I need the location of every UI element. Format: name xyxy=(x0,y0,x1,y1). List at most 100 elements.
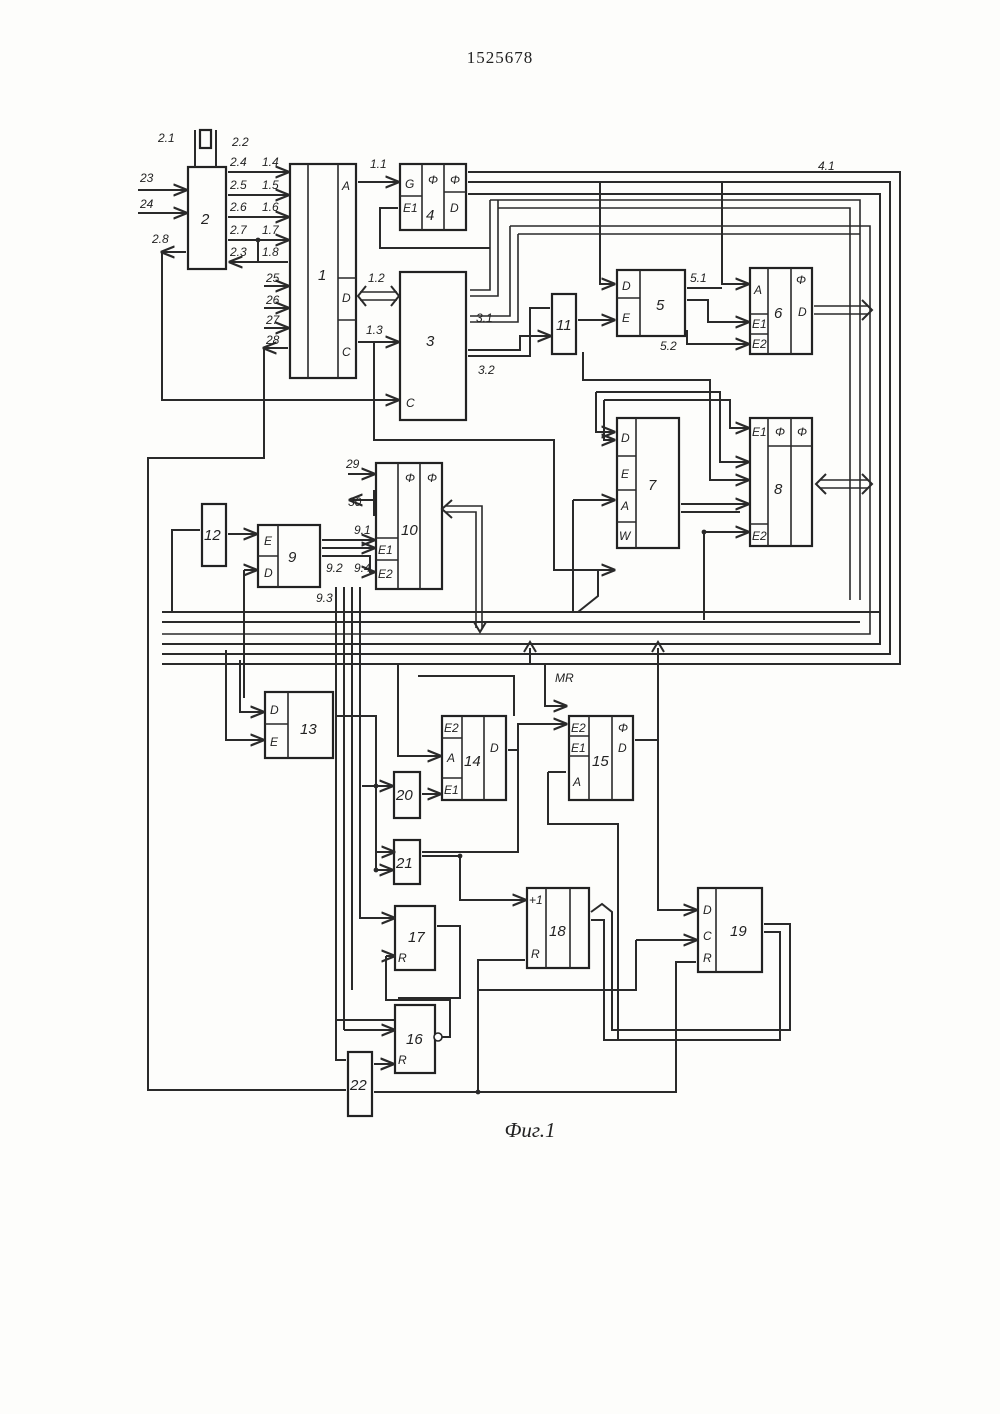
block-label: 3 xyxy=(426,333,435,350)
port-label: E1 xyxy=(571,741,586,755)
port-label: E1 xyxy=(752,317,767,331)
block-8: 8 E1 Φ Φ E2 xyxy=(750,418,812,546)
port-label: E xyxy=(621,467,630,481)
signal-label: 1.6 xyxy=(262,200,279,214)
signal-label: 1.8 xyxy=(262,245,279,259)
port-label: A xyxy=(446,751,455,765)
block-20: 20 xyxy=(394,772,420,818)
block-12: 12 xyxy=(202,504,226,566)
port-label: E1 xyxy=(444,783,459,797)
port-label: Φ xyxy=(428,173,438,187)
port-label: +1 xyxy=(529,893,543,907)
signal-label: 1.2 xyxy=(368,271,385,285)
block-label: 17 xyxy=(408,929,425,946)
block-17: 17 R xyxy=(395,906,435,970)
block-6: 6 A E1 E2 Φ D xyxy=(750,268,812,354)
port-label: E xyxy=(270,735,279,749)
port-label: E1 xyxy=(378,543,393,557)
signal-label: 3.1 xyxy=(476,311,493,325)
port-label: D xyxy=(618,741,627,755)
signal-label: 27 xyxy=(265,313,281,327)
signal-label: 26 xyxy=(265,293,280,307)
signal-label: 9.4 xyxy=(354,561,371,575)
block-label: 13 xyxy=(300,721,317,738)
block-label: 20 xyxy=(395,787,413,804)
block-9: 9 E D xyxy=(258,525,320,587)
block-label: 22 xyxy=(349,1077,367,1094)
signal-label: MR xyxy=(555,671,574,685)
port-label: E2 xyxy=(752,337,767,351)
block-label: 2 xyxy=(200,211,210,228)
block-label: 9 xyxy=(288,549,297,566)
block-label: 12 xyxy=(204,527,221,544)
port-label: R xyxy=(398,1053,407,1067)
block-label: 21 xyxy=(395,855,413,872)
signal-label: 2.2 xyxy=(231,135,249,149)
signal-label: 2.6 xyxy=(229,200,247,214)
signal-label: 1.3 xyxy=(366,323,383,337)
port-label: R xyxy=(703,951,712,965)
signal-label: 2.7 xyxy=(229,223,248,237)
port-label: R xyxy=(398,951,407,965)
signal-label: 29 xyxy=(345,457,360,471)
signal-label: 1.4 xyxy=(262,155,279,169)
signal-label: 5.1 xyxy=(690,271,707,285)
signal-label: 1.5 xyxy=(262,178,279,192)
block-7: 7 D E A W xyxy=(617,418,679,548)
block-label: 1 xyxy=(318,267,326,284)
block-3: 3 C xyxy=(400,272,466,420)
port-label: D xyxy=(490,741,499,755)
signal-label: 5.2 xyxy=(660,339,677,353)
port-label: E xyxy=(264,534,273,548)
block-label: 15 xyxy=(592,753,609,770)
signal-label: 4.1 xyxy=(818,159,835,173)
port-label: D xyxy=(621,431,630,445)
block-22: 22 xyxy=(348,1052,372,1116)
port-label: D xyxy=(622,279,631,293)
block-10: 10 Φ Φ E1 E2 xyxy=(376,463,442,589)
signal-label: 28 xyxy=(265,333,280,347)
block-21: 21 xyxy=(394,840,420,884)
block-19: 19 D C R xyxy=(698,888,762,972)
port-label: Φ xyxy=(427,471,437,485)
block-label: 19 xyxy=(730,923,747,940)
block-label: 10 xyxy=(401,522,418,539)
signal-label: 2.3 xyxy=(229,245,247,259)
port-label: C xyxy=(342,345,351,359)
signal-label: 1.7 xyxy=(262,223,280,237)
signal-label: 3.2 xyxy=(478,363,495,377)
port-label: A xyxy=(620,499,629,513)
block-label: 4 xyxy=(426,207,434,224)
block-5: 5 D E xyxy=(617,270,685,336)
port-label: C xyxy=(703,929,712,943)
block-16: 16 R xyxy=(395,1005,442,1073)
port-label: D xyxy=(342,291,351,305)
port-label: E1 xyxy=(752,425,767,439)
port-label: Φ xyxy=(450,173,460,187)
port-label: G xyxy=(405,177,414,191)
port-label: Φ xyxy=(618,721,628,735)
block-2: 2 xyxy=(188,130,226,269)
block-label: 11 xyxy=(556,317,572,334)
port-label: Φ xyxy=(796,273,806,287)
signal-label: 2.4 xyxy=(229,155,247,169)
port-label: E1 xyxy=(403,201,418,215)
signal-label: 1.1 xyxy=(370,157,387,171)
port-label: E xyxy=(622,311,631,325)
figure-caption: Фиг.1 xyxy=(480,1118,580,1143)
port-label: E2 xyxy=(378,567,393,581)
port-label: R xyxy=(531,947,540,961)
port-label: Φ xyxy=(797,425,807,439)
block-18: 18 +1 R xyxy=(527,888,589,968)
signal-label: 9.1 xyxy=(354,523,371,537)
signal-label: 2.8 xyxy=(151,232,169,246)
block-11: 11 xyxy=(552,294,576,354)
block-14: 14 E2 A E1 D xyxy=(442,716,506,800)
port-label: A xyxy=(753,283,762,297)
block-label: 14 xyxy=(464,753,481,770)
signal-label: 30 xyxy=(348,495,362,509)
block-13: 13 D E xyxy=(265,692,333,758)
block-label: 18 xyxy=(549,923,566,940)
